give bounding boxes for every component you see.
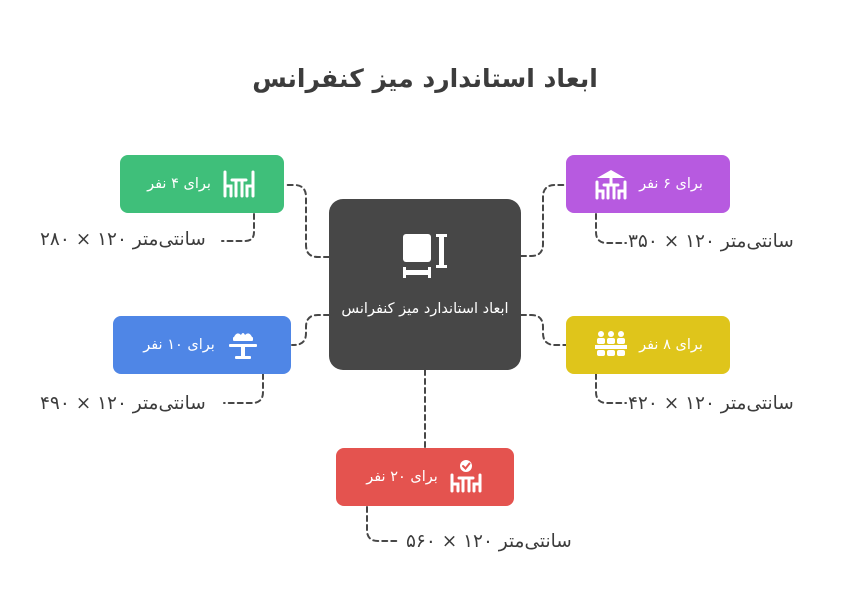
group-table-icon xyxy=(595,331,628,356)
connector-6 xyxy=(520,184,567,257)
approved-table-icon xyxy=(450,460,482,493)
connector-dim-8 xyxy=(595,373,627,404)
dimension-8: سانتی‌متر ۱۲۰ × ۴۲۰ xyxy=(628,393,794,414)
connector-dim-6 xyxy=(595,213,627,244)
center-node: ابعاد استاندارد میز کنفرانس xyxy=(329,199,521,370)
connector-10 xyxy=(291,314,330,346)
node-20-label: برای ۲۰ نفر xyxy=(366,469,438,485)
connector-dim-4 xyxy=(221,213,255,242)
node-10-people: برای ۱۰ نفر xyxy=(113,316,291,374)
table-chairs-icon xyxy=(223,170,255,198)
cake-table-icon xyxy=(228,333,257,359)
dimension-4: سانتی‌متر ۱۲۰ × ۲۸۰ xyxy=(40,229,206,250)
dimension-6: سانتی‌متر ۱۲۰ × ۳۵۰ xyxy=(628,231,794,252)
node-4-people: برای ۴ نفر xyxy=(120,155,284,213)
page-title: ابعاد استاندارد میز کنفرانس xyxy=(252,64,598,93)
table-icon xyxy=(403,234,447,278)
dimension-20: سانتی‌متر ۱۲۰ × ۵۶۰ xyxy=(406,531,572,552)
node-8-people: برای ۸ نفر xyxy=(566,316,730,374)
center-label: ابعاد استاندارد میز کنفرانس xyxy=(341,301,509,317)
connector-4 xyxy=(284,184,330,258)
connector-8 xyxy=(520,314,567,346)
node-8-label: برای ۸ نفر xyxy=(639,337,703,353)
dimension-10: سانتی‌متر ۱۲۰ × ۴۹۰ xyxy=(40,393,206,414)
connector-dim-10 xyxy=(223,373,264,404)
node-20-people: برای ۲۰ نفر xyxy=(336,448,514,506)
node-10-label: برای ۱۰ نفر xyxy=(143,337,215,353)
connector-dim-20 xyxy=(366,506,401,542)
node-6-label: برای ۶ نفر xyxy=(639,176,703,192)
node-4-label: برای ۴ نفر xyxy=(147,176,211,192)
umbrella-table-icon xyxy=(595,170,627,200)
node-6-people: برای ۶ نفر xyxy=(566,155,730,213)
